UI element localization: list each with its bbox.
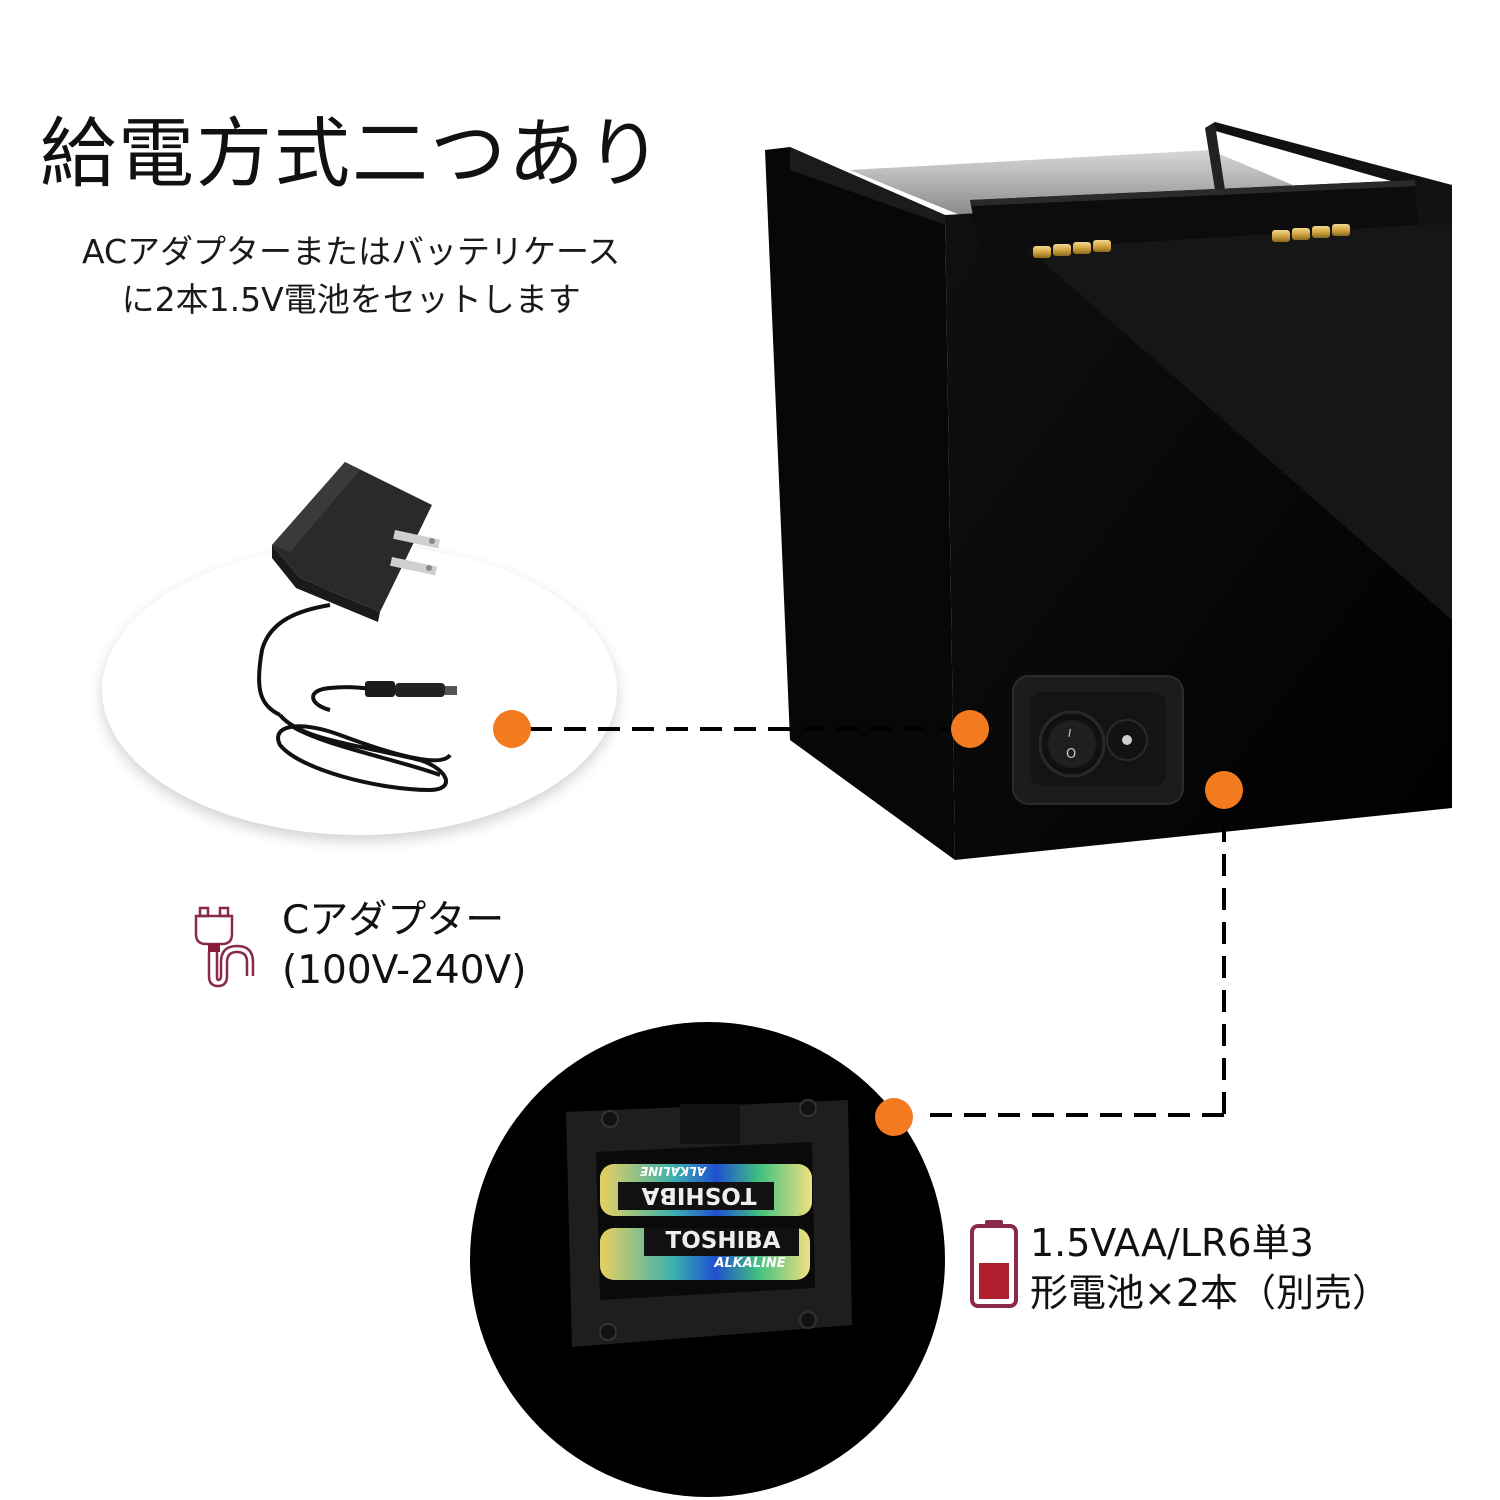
adapter-image-disc [102, 545, 617, 835]
battery-label-line-1: 1.5VAA/LR6単3 [1030, 1221, 1314, 1265]
ac-adapter-label-line-1: Cアダプター [282, 898, 505, 943]
power-plug-icon [194, 906, 255, 988]
glass-lid [850, 150, 1340, 215]
dc-jack [1106, 719, 1148, 761]
subtitle-line-1: ACアダプターまたはバッテリケース [82, 232, 621, 271]
rocker-switch [1038, 710, 1106, 778]
callout-dot-adapter [493, 710, 531, 748]
callout-dot-battery [875, 1098, 913, 1136]
callout-dot-switch [951, 710, 989, 748]
hinge-left [1033, 240, 1111, 258]
box-front [945, 185, 1452, 860]
page-title: 給電方式二つあり [40, 109, 664, 198]
battery-type-top: ALKALINE [640, 1164, 706, 1178]
battery-type-bottom: ALKALINE [714, 1256, 786, 1271]
battery-label: 1.5VAA/LR6単3 形電池×2本（別売） [1030, 1218, 1390, 1318]
battery-low-icon [970, 1220, 1018, 1308]
subtitle: ACアダプターまたはバッテリケース に2本1.5V電池をセットします [82, 228, 620, 324]
battery-brand-bottom: TOSHIBA [665, 1228, 781, 1254]
subtitle-line-2: に2本1.5V電池をセットします [121, 280, 581, 319]
battery-brand-top: TOSHIBA [641, 1182, 757, 1208]
hinge-right [1272, 224, 1350, 242]
switch-off-mark: O [1066, 747, 1077, 762]
ac-adapter-label-line-2: (100V-240V) [282, 948, 527, 993]
callout-dot-bottom [1205, 771, 1243, 809]
lid-rail [1205, 122, 1452, 195]
battery-label-line-2: 形電池×2本（別売） [1030, 1271, 1391, 1315]
ac-adapter-label: Cアダプター (100V-240V) [282, 896, 526, 996]
power-panel [1012, 675, 1184, 805]
box-side [765, 147, 955, 860]
switch-on-mark: I [1066, 726, 1073, 741]
